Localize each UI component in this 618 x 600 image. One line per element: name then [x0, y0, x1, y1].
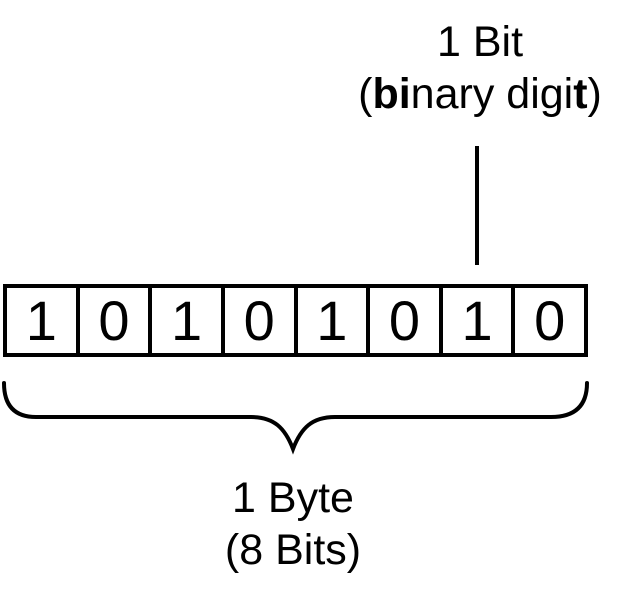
bit-label-bold-t: t — [573, 70, 588, 118]
bit-value-2: 0 — [98, 288, 130, 352]
byte-label-line2: (8 Bits) — [224, 526, 362, 574]
bit-value-8: 0 — [534, 288, 566, 352]
bit-value-5: 1 — [316, 288, 348, 352]
bit-value-1: 1 — [25, 288, 57, 352]
bit-value-4: 0 — [243, 288, 275, 352]
bit-label-bold-bi: bi — [372, 70, 411, 118]
bit-cell-7: 1 — [443, 288, 516, 353]
bit-label-close-paren: ) — [587, 70, 602, 118]
bit-value-3: 1 — [170, 288, 203, 352]
bit-cell-2: 0 — [80, 288, 153, 353]
bit-cell-4: 0 — [225, 288, 298, 353]
bit-cell-8: 0 — [515, 288, 584, 353]
bit-cell-3: 1 — [152, 288, 225, 353]
bit-label-middle: nary digi — [410, 70, 574, 118]
bit-label: 1 Bit (binary digit) — [358, 16, 602, 120]
bit-cell-5: 1 — [298, 288, 371, 353]
bit-value-7: 1 — [461, 288, 493, 352]
bit-label-line1: 1 Bit — [436, 18, 524, 66]
bit-cell-6: 0 — [370, 288, 443, 353]
bit-cell-1: 1 — [7, 288, 80, 353]
bit-label-line2: (binary digit) — [358, 68, 602, 120]
bit-label-open-paren: ( — [358, 70, 373, 118]
bit-value-6: 0 — [388, 288, 421, 352]
byte-label-line1: 1 Byte — [232, 474, 354, 522]
byte-brace-path — [2, 381, 589, 455]
byte-label: 1 Byte (8 Bits) — [225, 472, 361, 576]
byte-brace — [2, 381, 589, 455]
byte-row: 1 0 1 0 1 0 1 0 — [3, 284, 588, 357]
bit-pointer-line — [475, 146, 479, 265]
